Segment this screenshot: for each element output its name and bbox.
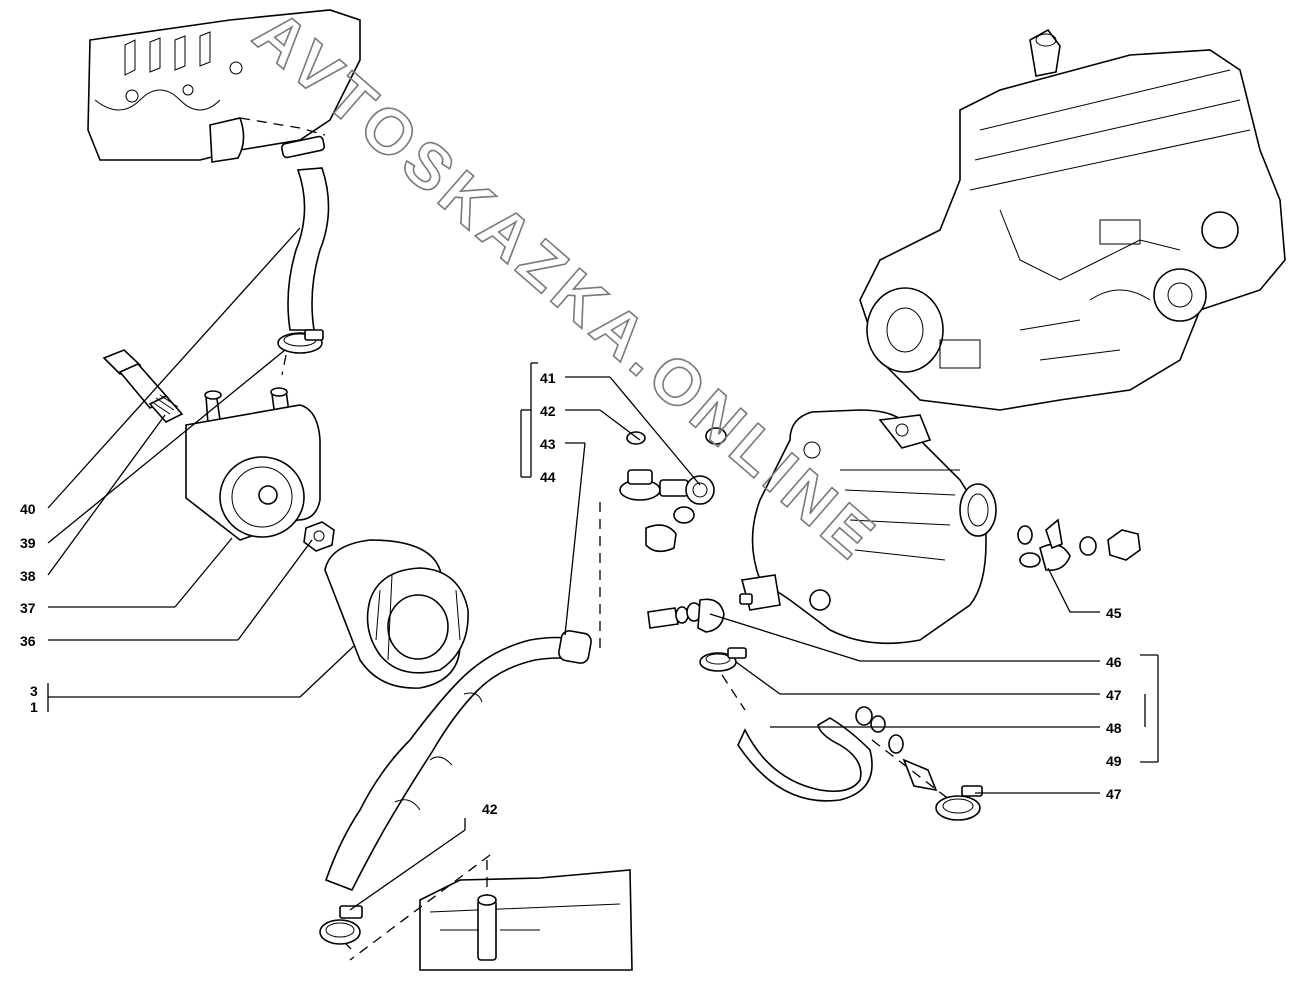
leader-lines	[47, 227, 1159, 911]
watermark: AVTOSKAZKA.ONLINE	[241, 0, 892, 575]
clamp-39	[277, 329, 324, 376]
callout-45: 45	[1106, 605, 1122, 621]
callout-39: 39	[20, 535, 36, 551]
callout-36: 36	[20, 633, 36, 649]
banjo-fitting-45	[1017, 518, 1141, 572]
oil-cooler-37	[185, 387, 321, 541]
callout-42-bottom: 42	[482, 801, 498, 817]
callout-43: 43	[540, 436, 556, 452]
banjo-fitting-group-41	[619, 427, 727, 553]
fitting-46	[647, 593, 753, 633]
callout-38: 38	[20, 568, 36, 584]
callout-47-lower: 47	[1106, 786, 1122, 802]
callout-47-upper: 47	[1106, 687, 1122, 703]
long-hose	[324, 495, 601, 951]
hose-40	[239, 117, 330, 331]
callout-48: 48	[1106, 720, 1122, 736]
alternator	[740, 409, 997, 645]
oil-pan-fragment	[349, 854, 633, 971]
engine-block-fragment-top	[87, 9, 361, 163]
engine-assembly-view	[859, 28, 1286, 411]
callout-1: 1	[30, 699, 38, 715]
nut-36	[303, 521, 335, 552]
callout-41: 41	[540, 370, 556, 386]
union-fitting-38	[102, 349, 184, 423]
oil-filter-3	[324, 539, 469, 689]
callout-49: 49	[1106, 753, 1122, 769]
callout-42-top: 42	[540, 403, 556, 419]
callout-3: 3	[30, 683, 38, 699]
clamp-bottom	[319, 905, 363, 945]
callout-37: 37	[20, 600, 36, 616]
callout-labels: 40 39 38 37 36 3 1 41 42 43 44 42 45 46 …	[20, 370, 1122, 817]
callout-46: 46	[1106, 654, 1122, 670]
hose-48	[699, 647, 983, 821]
callout-40: 40	[20, 501, 36, 517]
callout-44: 44	[540, 469, 556, 485]
